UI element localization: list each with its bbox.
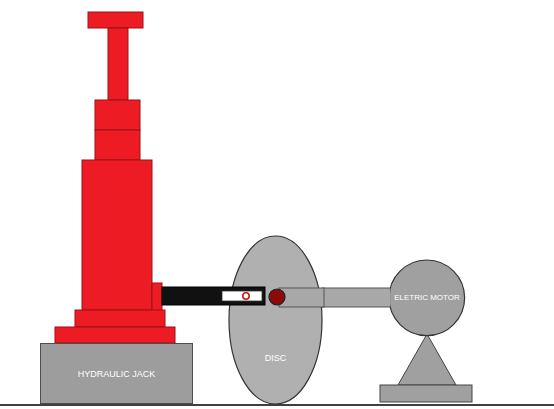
shaft-body bbox=[322, 289, 390, 307]
disc-ellipse-outline bbox=[228, 235, 323, 405]
motor-shaft bbox=[322, 297, 390, 298]
jack-lower-plate bbox=[55, 327, 175, 343]
part-label: DISC bbox=[228, 354, 323, 364]
motor-stand bbox=[398, 334, 456, 385]
jack-ram bbox=[108, 28, 128, 100]
jack-upper-plate bbox=[75, 310, 165, 327]
jack-cap bbox=[88, 12, 143, 28]
motor-circle bbox=[389, 260, 465, 336]
part-label: HYDRAULIC JACK bbox=[41, 370, 192, 380]
motor-circle: ELETRIC MOTOR bbox=[388, 259, 466, 337]
shaft-stub bbox=[279, 288, 324, 307]
disc-ellipse bbox=[229, 236, 322, 404]
jack-body bbox=[55, 12, 175, 343]
jack-middle-cylinder bbox=[95, 130, 140, 160]
jack-base-box: HYDRAULIC JACK bbox=[40, 343, 193, 404]
rod-pin bbox=[243, 293, 249, 299]
shaft-outline bbox=[322, 288, 390, 308]
motor-base-plate bbox=[380, 385, 472, 402]
disc-hub bbox=[269, 289, 285, 305]
jack-rod bbox=[162, 287, 265, 305]
rod-slot bbox=[222, 291, 262, 301]
jack-upper-cylinder bbox=[95, 100, 140, 130]
part-label: ELETRIC MOTOR bbox=[388, 294, 466, 303]
disc-ellipse: DISC bbox=[228, 235, 323, 405]
jack-main-cylinder bbox=[82, 160, 152, 310]
